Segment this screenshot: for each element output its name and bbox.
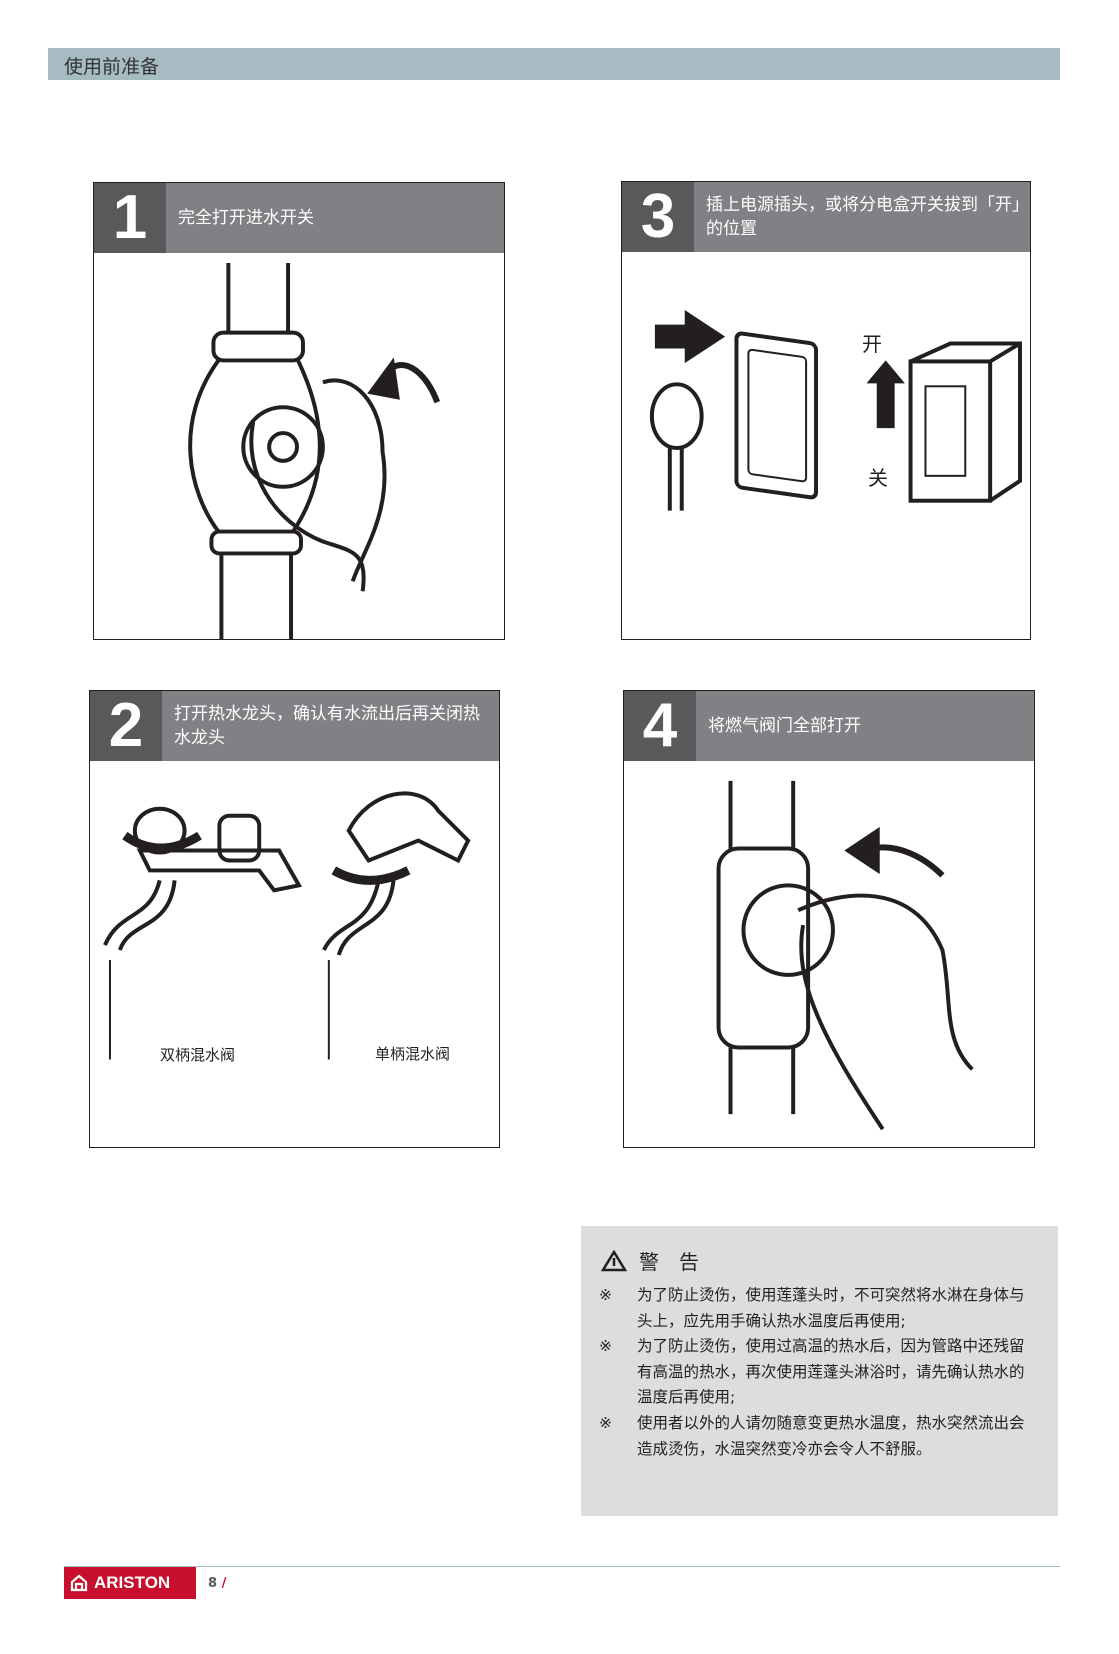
footer-divider <box>64 1566 1060 1567</box>
step-text: 打开热水龙头，确认有水流出后再关闭热水龙头 <box>174 704 480 748</box>
ariston-logo: ARISTON <box>64 1567 196 1599</box>
step-1-panel: 1 完全打开进水开关 <box>93 182 505 640</box>
power-plug-illustration: 开 关 <box>622 252 1030 639</box>
water-valve-illustration <box>94 253 504 639</box>
warning-triangle-icon <box>601 1249 627 1271</box>
step-2-panel: 2 打开热水龙头，确认有水流出后再关闭热水龙头 双柄混水阀 单柄混水阀 <box>89 690 500 1148</box>
warning-item: ※为了防止烫伤，使用过高温的热水后，因为管路中还残留有高温的热水，再次使用莲蓬头… <box>599 1337 1025 1406</box>
section-header: 使用前准备 <box>48 48 1060 80</box>
step-3-panel: 3 插上电源插头，或将分电盒开关拔到「开」的位置 开 关 <box>621 181 1031 640</box>
faucet-illustration: 双柄混水阀 单柄混水阀 <box>90 761 499 1147</box>
single-handle-label: 单柄混水阀 <box>375 1045 451 1063</box>
warning-title: 警 告 <box>639 1250 699 1274</box>
double-handle-label: 双柄混水阀 <box>160 1046 236 1064</box>
warning-item: ※为了防止烫伤，使用莲蓬头时，不可突然将水淋在身体与头上，应先用手确认热水温度后… <box>599 1286 1025 1330</box>
warning-box: 警 告 ※为了防止烫伤，使用莲蓬头时，不可突然将水淋在身体与头上，应先用手确认热… <box>581 1226 1058 1516</box>
switch-off-label: 关 <box>868 466 888 490</box>
step-number: 2 <box>90 691 162 761</box>
step-text: 完全打开进水开关 <box>178 208 314 228</box>
switch-on-label: 开 <box>862 332 882 356</box>
step-text: 插上电源插头，或将分电盒开关拔到「开」的位置 <box>706 195 1021 239</box>
step-text: 将燃气阀门全部打开 <box>708 716 861 736</box>
page-number: 8 / <box>208 1576 227 1591</box>
gas-valve-illustration <box>624 761 1034 1147</box>
warning-item: ※使用者以外的人请勿随意变更热水温度，热水突然流出会造成烫伤，水温突然变冷亦会令… <box>599 1414 1025 1458</box>
step-4-panel: 4 将燃气阀门全部打开 <box>623 690 1035 1148</box>
step-number: 1 <box>94 183 166 253</box>
step-number: 3 <box>622 182 694 252</box>
house-icon <box>70 1574 88 1592</box>
step-number: 4 <box>624 691 696 761</box>
section-title: 使用前准备 <box>64 56 160 78</box>
